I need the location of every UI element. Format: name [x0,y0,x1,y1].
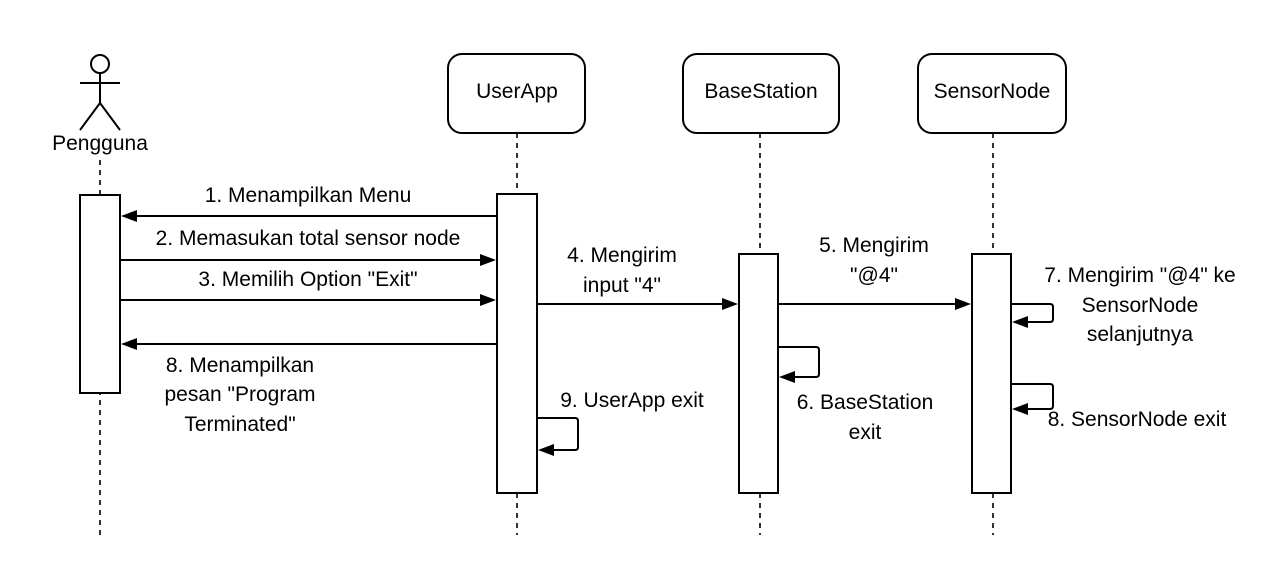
message-1-arrow [121,210,497,222]
participant-basestation: BaseStation [682,53,840,134]
message-6-self-arrow [778,346,820,383]
activation-userapp [496,193,538,494]
actor-figure [79,54,121,131]
message-3-arrow [120,294,496,306]
message-8a-arrow [121,338,497,350]
activation-pengguna [79,194,121,394]
message-8a-label-line1: 8. Menampilkan [166,354,314,377]
activation-sensornode [971,253,1012,494]
message-8b-label: 8. SensorNode exit [1048,408,1227,431]
message-6-label-line1: 6. BaseStation [797,391,934,414]
participant-basestation-label: BaseStation [704,80,817,103]
message-7-label-line3: selanjutnya [1087,323,1194,346]
message-3-label: 3. Memilih Option "Exit" [198,268,417,291]
message-5-arrow [778,298,971,310]
actor-label: Pengguna [52,132,148,155]
message-4-arrow [537,298,738,310]
message-4-label-line2: input "4" [583,274,661,297]
message-1-label: 1. Menampilkan Menu [205,184,412,207]
message-5-label-line1: 5. Mengirim [819,234,929,257]
participant-sensornode-label: SensorNode [934,80,1051,103]
participant-userapp-label: UserApp [476,80,558,103]
message-2-arrow [120,254,496,266]
message-6-label-line2: exit [849,421,882,444]
message-7-label-line2: SensorNode [1082,294,1199,317]
message-5-label-line2: "@4" [850,264,898,287]
message-8b-self-arrow [1011,383,1054,415]
message-9-self-arrow [537,417,579,456]
message-7-self-arrow [1011,303,1054,328]
participant-userapp: UserApp [447,53,586,134]
message-8a-label-line2: pesan "Program [164,383,315,406]
message-2-label: 2. Memasukan total sensor node [156,227,461,250]
message-7-label-line1: 7. Mengirim "@4" ke [1044,264,1235,287]
message-4-label-line1: 4. Mengirim [567,244,677,267]
activation-basestation [738,253,779,494]
participant-sensornode: SensorNode [917,53,1067,134]
message-8a-label-line3: Terminated" [184,413,295,436]
message-9-label: 9. UserApp exit [560,389,704,412]
